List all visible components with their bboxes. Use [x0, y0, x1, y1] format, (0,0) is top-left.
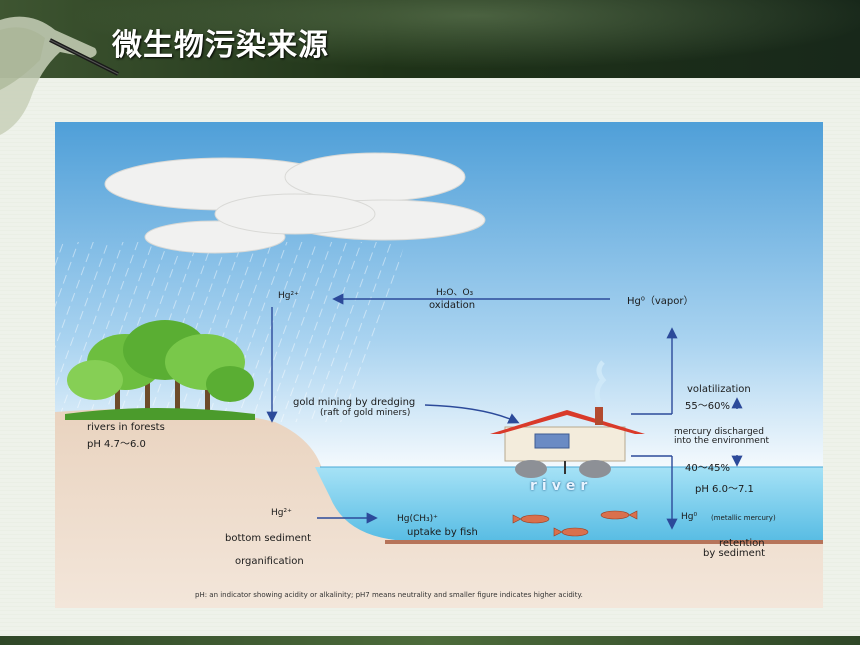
sediment-percent: 40～45% [685, 463, 730, 474]
oxidation-label: oxidation [429, 300, 476, 311]
mercury-discharged-line2: into the environment [674, 436, 770, 446]
hand-pen-decoration [0, 16, 119, 136]
clouds [104, 152, 486, 254]
raft-label: (raft of gold miners) [320, 408, 411, 418]
ph-note-caption: pH: an indicator showing acidity or alka… [195, 591, 583, 599]
gold-mining-label: gold mining by dredging [293, 397, 416, 408]
gold-mining-raft [490, 360, 645, 478]
land [55, 408, 823, 608]
rivers-in-forests-label: rivers in forests [87, 422, 165, 433]
forest [65, 320, 255, 420]
metallic-mercury-label: (metallic mercury) [711, 514, 776, 522]
mercury-discharged-line1: mercury discharged [674, 427, 764, 437]
river-water [315, 467, 823, 540]
ph-forest-label: pH 4.7～6.0 [87, 439, 146, 450]
hg0-vapor-label: Hg⁰（vapor） [627, 296, 694, 307]
uptake-by-fish-label: uptake by fish [407, 527, 478, 538]
volatilization-percent: 55～60% [685, 401, 730, 412]
volatilization-label: volatilization [687, 384, 751, 395]
oxidation-formula: H₂O、O₃ [436, 288, 474, 298]
ph-river-label: pH 6.0～7.1 [695, 484, 754, 495]
river-label: river [530, 478, 593, 494]
fish [512, 510, 638, 537]
slide-header [0, 0, 860, 78]
retention-label-line2: by sediment [703, 548, 766, 559]
flow-arrows [266, 293, 743, 530]
hg2-top-label: Hg²⁺ [278, 291, 299, 301]
retention-label-line1: retention [719, 538, 765, 549]
hg0-metallic-label: Hg⁰ [681, 512, 698, 522]
page-title: 微生物污染来源 [112, 28, 329, 63]
hg-ch3-label: Hg(CH₃)⁺ [397, 514, 438, 524]
bottom-sediment-label: bottom sediment [225, 533, 311, 544]
organification-label: organification [235, 556, 304, 567]
mercury-cycle-diagram: Hg²⁺ H₂O、O₃ oxidation Hg⁰（vapor） volatil… [55, 122, 823, 608]
hg2-bottom-label: Hg²⁺ [271, 508, 292, 518]
slide-footer [0, 636, 860, 645]
